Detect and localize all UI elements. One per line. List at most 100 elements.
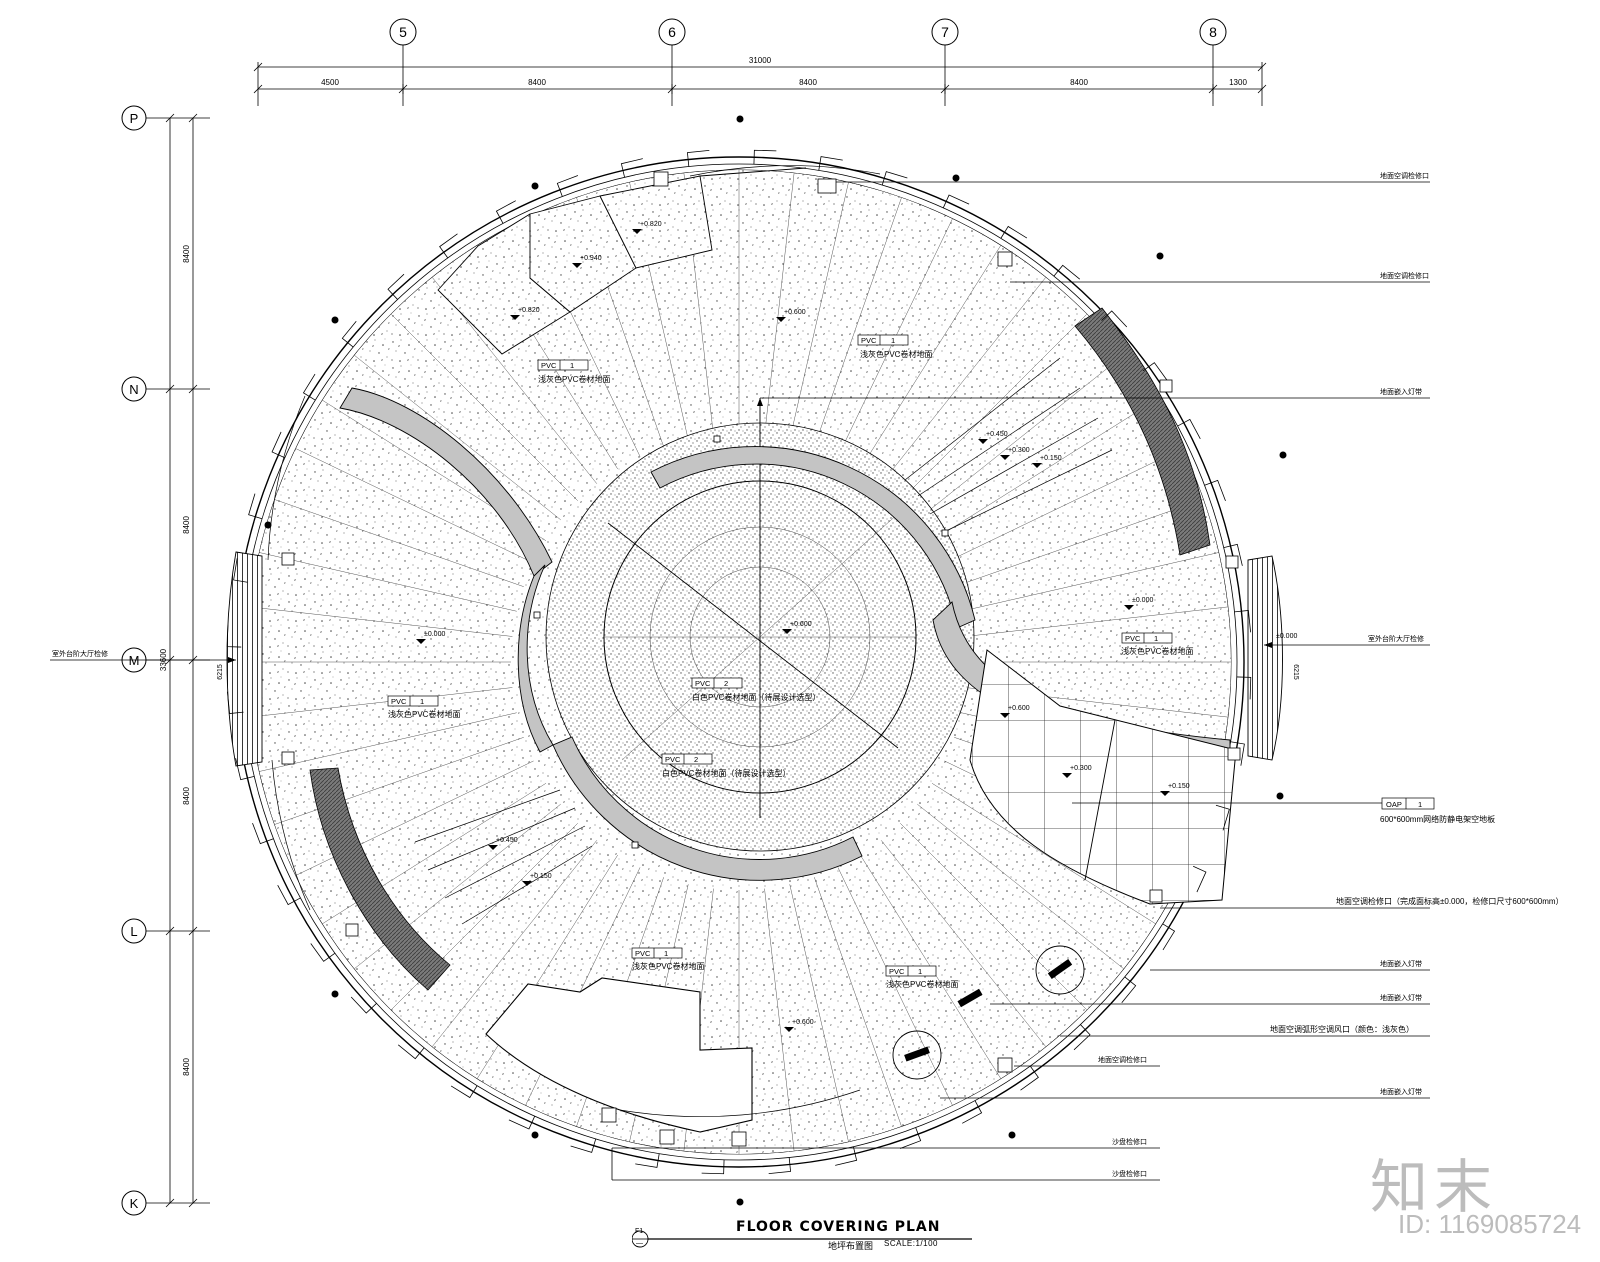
drawing-ref-number: F1 [635, 1228, 644, 1235]
callout-label: 地面空调检修口 [1098, 1055, 1147, 1064]
svg-text:+0.300: +0.300 [1070, 765, 1092, 772]
facade-fin [1177, 418, 1201, 439]
floor-seam-line [880, 840, 1046, 1047]
svg-text:1: 1 [891, 336, 895, 345]
top-dimension-chain [253, 62, 1267, 106]
svg-text:PVC: PVC [1125, 634, 1141, 643]
facade-fin [439, 233, 458, 259]
floor-tag-n: PVC 1 浅灰色PVC卷材地面 [857, 334, 932, 359]
callout-label: 地面空调检修口 [1380, 271, 1429, 280]
floor-seam-line [814, 877, 902, 1127]
facade-fin [701, 1159, 725, 1175]
floor-seam-line [295, 448, 534, 564]
left-dimension-chain [146, 113, 210, 1208]
callout-label: 地面空调检修口（完成面标高±0.000，检修口尺寸600*600mm） [1336, 896, 1564, 906]
axis-bubble-8: 8 [1199, 18, 1227, 46]
floor-seam-line [814, 197, 902, 447]
floor-seam-line [274, 737, 524, 825]
facade-fin [1073, 1024, 1091, 1051]
floor-seam-line [274, 499, 524, 587]
floor-seam-line [917, 355, 1124, 521]
floor-tag-nw: PVC 1 浅灰色PVC卷材地面 [537, 359, 610, 384]
callout-label: 地面空调检修口 [1380, 171, 1429, 180]
svg-text:K: K [130, 1196, 139, 1211]
svg-text:1: 1 [918, 967, 922, 976]
drawing-subtitle: 地坪布置图 [828, 1241, 874, 1251]
svg-text:+0.600: +0.600 [784, 309, 806, 316]
floor-seam-line [954, 499, 1204, 587]
facade-fin [495, 200, 516, 224]
svg-text:PVC: PVC [889, 967, 905, 976]
facade-fin [962, 1100, 983, 1124]
facade-fin [1193, 865, 1207, 893]
facade-fin [1234, 609, 1252, 633]
callout-leaders [50, 181, 1430, 1181]
svg-text:+0.450: +0.450 [986, 431, 1008, 438]
floor-seam-line [900, 313, 1088, 501]
svg-text:+0.150: +0.150 [1168, 783, 1190, 790]
floor-seam-line [354, 355, 561, 521]
callout-label: 沙盘检修口 [1112, 1137, 1147, 1146]
radial-dimension-left: 6215 [217, 664, 224, 680]
raised-access-floor-zone [969, 649, 1237, 905]
dimension-segment: 4500 [321, 78, 339, 87]
callout-label: 地面嵌入灯带 [1380, 959, 1422, 968]
floor-seam-line [880, 277, 1046, 484]
dimension-segment: 8400 [1070, 78, 1088, 87]
svg-text:PVC: PVC [541, 361, 557, 370]
axis-bubble-P: P [121, 105, 147, 131]
facade-fin [1053, 264, 1081, 280]
dimension-segment: 8400 [182, 787, 191, 805]
svg-text:600*600mm网络防静电架空地板: 600*600mm网络防静电架空地板 [1380, 814, 1495, 824]
svg-text:5: 5 [399, 24, 407, 40]
dimension-total-top: 31000 [749, 56, 772, 65]
perimeter-columns [264, 115, 1287, 1206]
svg-text:浅灰色PVC卷材地面: 浅灰色PVC卷材地面 [1121, 646, 1193, 656]
facade-fin [397, 1044, 425, 1060]
facade-fin [881, 171, 908, 186]
floor-seam-line [259, 552, 517, 612]
facade-fin [1142, 362, 1168, 381]
svg-text:OAP: OAP [1386, 800, 1402, 809]
facade-fin [1101, 310, 1128, 328]
facade-fin [1215, 804, 1230, 831]
facade-fin [302, 373, 316, 401]
svg-text:2: 2 [724, 679, 728, 688]
facade-fin [753, 149, 777, 165]
svg-text:+0.600: +0.600 [792, 1019, 814, 1026]
drawing-title-block: F1 — FLOOR COVERING PLAN 地坪布置图 SCALE:1/1… [632, 1219, 972, 1258]
svg-text:PVC: PVC [861, 336, 877, 345]
svg-text:浅灰色PVC卷材地面: 浅灰色PVC卷材地面 [632, 961, 704, 971]
floor-lamp-marks [892, 945, 1085, 1080]
facade-fin [310, 943, 336, 962]
floor-seam-line [837, 867, 953, 1106]
floor-tag-w: PVC 1 浅灰色PVC卷材地面 [387, 695, 460, 719]
floor-seam-line [931, 400, 1156, 541]
svg-text:1: 1 [1418, 800, 1422, 809]
svg-text:+0.450: +0.450 [496, 837, 518, 844]
svg-text:白色PVC卷材地面（待展设计选型）: 白色PVC卷材地面（待展设计选型） [662, 768, 790, 778]
svg-text:+0.600: +0.600 [790, 621, 812, 628]
facade-fin [1223, 543, 1243, 566]
svg-text:PVC: PVC [635, 949, 651, 958]
svg-text:±0.000: ±0.000 [1132, 597, 1153, 604]
facade-fin [341, 320, 357, 348]
floor-seam-line [390, 313, 578, 501]
floor-seam-line [764, 173, 795, 436]
svg-text:M: M [129, 653, 140, 668]
axis-bubble-K: K [121, 1190, 147, 1216]
facade-fin [450, 1085, 478, 1099]
facade-fin [387, 273, 405, 300]
svg-text:±0.000: ±0.000 [424, 631, 445, 638]
facade-fin [248, 493, 263, 520]
floor-seam-line [764, 888, 795, 1151]
svg-text:+0.820: +0.820 [518, 307, 540, 314]
svg-text:浅灰色PVC卷材地面: 浅灰色PVC卷材地面 [886, 979, 958, 989]
axis-bubble-L: L [121, 918, 147, 944]
floor-tag-sw: PVC 1 浅灰色PVC卷材地面 [631, 947, 704, 971]
svg-text:1: 1 [420, 697, 424, 706]
radial-dimension-right: 6215 [1292, 664, 1299, 680]
facade-fin [1230, 741, 1245, 766]
axis-bubble-6: 6 [658, 18, 686, 46]
svg-text:1: 1 [1154, 634, 1158, 643]
